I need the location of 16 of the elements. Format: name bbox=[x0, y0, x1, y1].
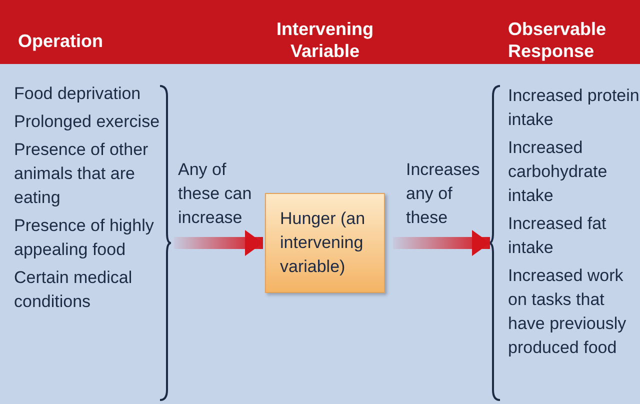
list-item: Increased work on tasks that have previously produced food bbox=[508, 265, 628, 359]
list-item: Prolonged exercise bbox=[14, 111, 161, 133]
list-item: Increased carbohydrate intake bbox=[508, 137, 608, 207]
column-heading: Intervening Variable bbox=[275, 18, 374, 62]
column-heading: Observable Response bbox=[508, 18, 608, 62]
list-item: Increased protein intake bbox=[508, 85, 640, 131]
process-box bbox=[265, 193, 385, 293]
box-text: Hunger (an intervening variable) bbox=[280, 208, 366, 278]
list-item: Certain medical conditions bbox=[14, 267, 134, 313]
list-item: Presence of highly appealing food bbox=[14, 215, 155, 261]
column-heading: Operation bbox=[18, 30, 104, 52]
list-item: Presence of other animals that are eating bbox=[14, 139, 150, 209]
arrow bbox=[393, 230, 490, 256]
arrow bbox=[174, 230, 263, 256]
list-item: Increased fat intake bbox=[508, 213, 608, 259]
list-item: Food deprivation bbox=[14, 83, 142, 105]
